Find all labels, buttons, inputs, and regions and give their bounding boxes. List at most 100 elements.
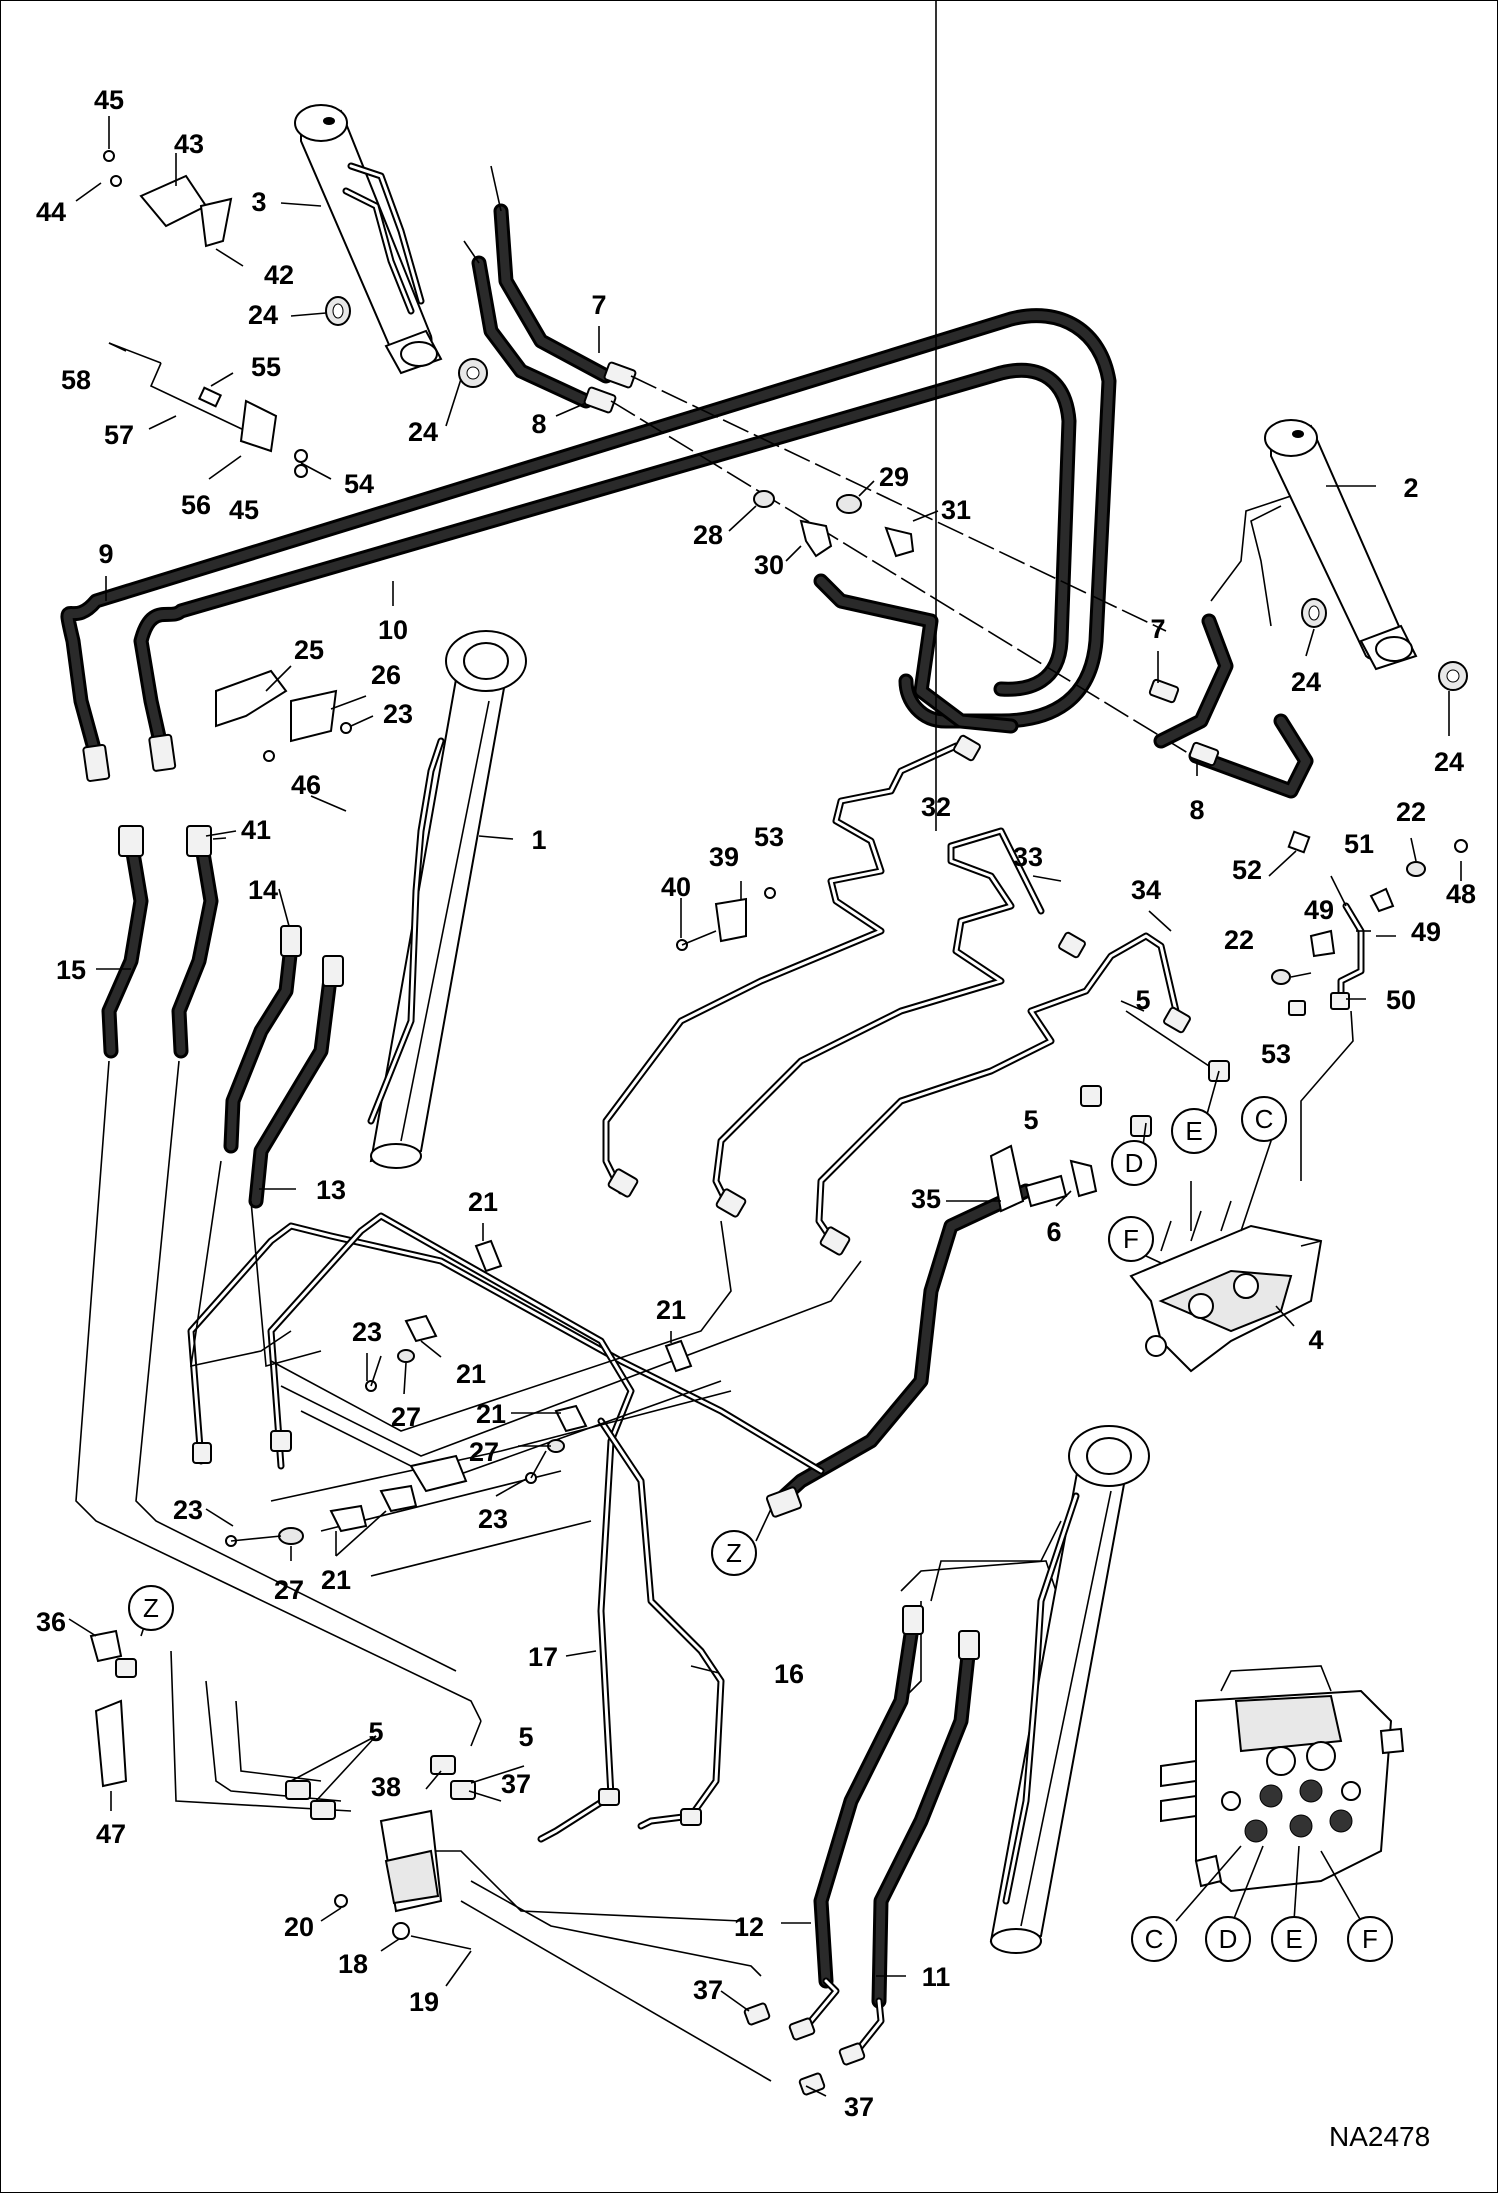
callout-27: 27 (391, 1402, 421, 1432)
callout-14: 14 (248, 875, 278, 905)
callout-51: 51 (1344, 829, 1374, 859)
connector-label: Z (143, 1593, 159, 1623)
callout-21: 21 (476, 1399, 506, 1429)
fittings-48-52 (1271, 830, 1468, 1016)
fittings-28-31 (753, 490, 1019, 734)
tubes-32-33-34 (602, 734, 1191, 1256)
callout-46: 46 (291, 770, 321, 800)
brackets-21 (225, 1239, 693, 1547)
valve-18-assembly (89, 1629, 476, 1950)
callout-53: 53 (754, 822, 784, 852)
cylinder-2 (1148, 419, 1418, 799)
connector-d: D (1111, 1140, 1157, 1186)
callout-25: 25 (294, 635, 324, 665)
callout-2: 2 (1403, 473, 1418, 503)
connector-label: D (1219, 1924, 1238, 1954)
callout-43: 43 (174, 129, 204, 159)
connector-e: E (1171, 1108, 1217, 1154)
callout-1: 1 (531, 825, 546, 855)
callout-44: 44 (36, 197, 66, 227)
control-valve-4 (1129, 1200, 1323, 1373)
connector-c: C (1131, 1916, 1177, 1962)
callout-33: 33 (1013, 842, 1043, 872)
connector-circle (1205, 1916, 1251, 1962)
valve-fittings-5 (1080, 1060, 1230, 1137)
connector-circle (1171, 1108, 1217, 1154)
callout-15: 15 (56, 955, 86, 985)
connector-circle (1271, 1916, 1317, 1962)
callout-39: 39 (709, 842, 739, 872)
callout-37: 37 (844, 2092, 874, 2122)
callout-24: 24 (248, 300, 278, 330)
callout-12: 12 (734, 1912, 764, 1942)
connector-label: D (1125, 1148, 1144, 1178)
callout-35: 35 (911, 1184, 941, 1214)
callout-17: 17 (528, 1642, 558, 1672)
connector-f: F (1347, 1916, 1393, 1962)
callout-47: 47 (96, 1819, 126, 1849)
callout-9: 9 (98, 539, 113, 569)
callout-27: 27 (469, 1437, 499, 1467)
callout-5: 5 (1135, 985, 1150, 1015)
callout-5: 5 (1023, 1105, 1038, 1135)
callout-49: 49 (1304, 895, 1334, 925)
tubes-16-17 (187, 1212, 825, 1843)
clamp-39 (676, 887, 776, 951)
callout-7: 7 (1150, 614, 1165, 644)
callout-48: 48 (1446, 879, 1476, 909)
callout-5: 5 (518, 1722, 533, 1752)
valve-detail-view (1160, 1665, 1405, 1922)
callout-21: 21 (468, 1187, 498, 1217)
callout-3: 3 (251, 187, 266, 217)
callout-22: 22 (1224, 925, 1254, 955)
callout-23: 23 (383, 699, 413, 729)
callout-20: 20 (284, 1912, 314, 1942)
callout-58: 58 (61, 365, 91, 395)
connector-e: E (1271, 1916, 1317, 1962)
connector-f: F (1108, 1216, 1154, 1262)
connector-label: C (1255, 1104, 1274, 1134)
callout-18: 18 (338, 1949, 368, 1979)
connector-z: Z (711, 1530, 757, 1576)
bracket-43 (103, 150, 233, 248)
callout-23: 23 (352, 1317, 382, 1347)
callout-4: 4 (1308, 1325, 1323, 1355)
callout-13: 13 (316, 1175, 346, 1205)
callout-23: 23 (173, 1495, 203, 1525)
callout-26: 26 (371, 660, 401, 690)
callout-10: 10 (378, 615, 408, 645)
callout-21: 21 (656, 1295, 686, 1325)
guide-lines-top (610, 375, 1202, 762)
callout-16: 16 (774, 1659, 804, 1689)
callout-45: 45 (94, 85, 124, 115)
callout-57: 57 (104, 420, 134, 450)
callout-21: 21 (321, 1565, 351, 1595)
callout-30: 30 (754, 550, 784, 580)
hose-35 (765, 1144, 1098, 1518)
cylinder-3 (294, 104, 443, 375)
connector-circle (1108, 1216, 1154, 1262)
callout-36: 36 (36, 1607, 66, 1637)
callout-19: 19 (409, 1987, 439, 2017)
connector-circle (128, 1585, 174, 1631)
callout-37: 37 (693, 1975, 723, 2005)
hoses-15-41-14-13 (101, 825, 344, 1209)
connector-z: Z (128, 1585, 174, 1631)
leader-lines (68, 1, 1462, 2097)
callout-8: 8 (531, 409, 546, 439)
callout-34: 34 (1131, 875, 1161, 905)
connector-label: C (1145, 1924, 1164, 1954)
brackets-25-26 (215, 669, 352, 762)
callout-32: 32 (921, 792, 951, 822)
callout-24: 24 (408, 417, 438, 447)
callout-40: 40 (661, 872, 691, 902)
connector-label: Z (726, 1538, 742, 1568)
hose-loop-9-10 (60, 308, 1117, 782)
bracket-57 (108, 342, 308, 478)
callout-37: 37 (501, 1769, 531, 1799)
callout-45: 45 (229, 495, 259, 525)
